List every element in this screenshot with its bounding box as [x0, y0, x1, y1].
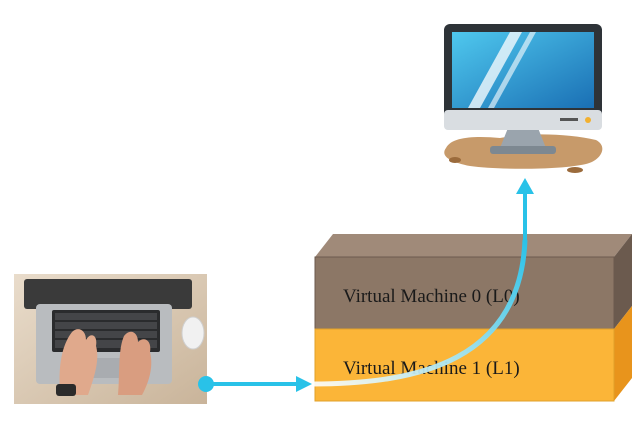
vm-stack-top-face [315, 234, 632, 257]
desktop-monitor-icon [444, 24, 603, 173]
laptop-typing-photo-icon [14, 274, 207, 404]
input-arrow [198, 376, 312, 392]
vm0-label: Virtual Machine 0 (L0) [343, 286, 520, 307]
vm0-layer [314, 256, 615, 330]
vm0-side-face [614, 234, 632, 329]
vm1-side-face [614, 306, 632, 401]
nested-flow-curve [311, 239, 528, 387]
vm1-layer [314, 328, 615, 402]
output-arrow [516, 178, 534, 240]
